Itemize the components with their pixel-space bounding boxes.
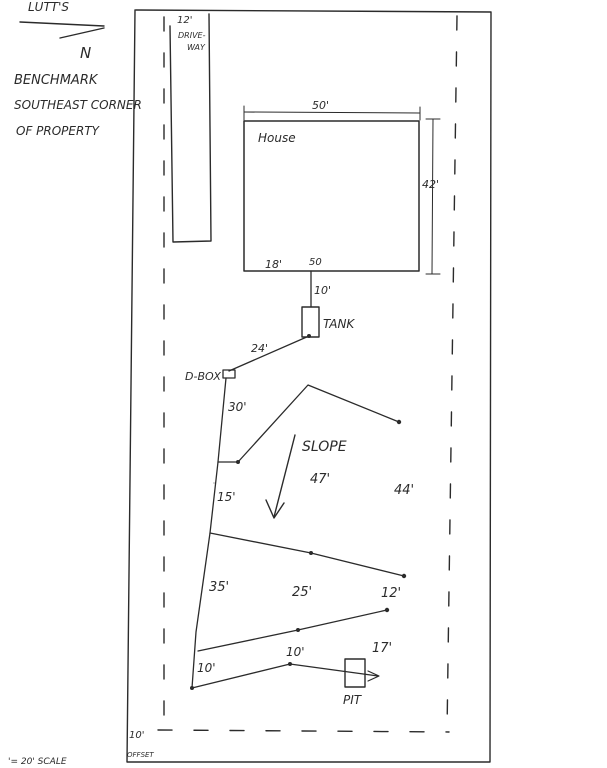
line2-end-label: 12'	[381, 586, 401, 601]
north-arrow-icon	[19, 21, 105, 39]
line1-end-label: 44'	[394, 483, 414, 498]
seepage-pit	[344, 658, 366, 688]
line4-left-label: 10'	[197, 661, 216, 675]
pit-label: PIT	[343, 693, 363, 707]
tank-to-dbox-label: 24'	[251, 342, 268, 355]
house-to-tank-label: 10'	[314, 284, 331, 297]
offset-label: OFFSET	[127, 751, 154, 759]
drain-line-1	[217, 384, 400, 463]
driveway-label-2: WAY	[187, 43, 206, 52]
tank-to-dbox-pipe	[228, 335, 310, 372]
dbox-label: D-BOX	[185, 370, 221, 383]
header-pipe	[191, 377, 227, 689]
line1-length-label: 47'	[310, 472, 330, 487]
house-depth-label: 42'	[422, 178, 439, 191]
driveway-width-label: 12'	[177, 15, 192, 26]
line2-left-label: 35'	[209, 580, 229, 595]
house-label: House	[258, 131, 296, 145]
top-cut-text: LUTT'S	[28, 0, 69, 14]
line4-mid-label: 10'	[286, 645, 305, 659]
benchmark-line-2: SOUTHEAST CORNER	[14, 98, 142, 112]
house-outlet-label: 50	[309, 257, 322, 268]
setback-line	[157, 15, 458, 734]
house-outline	[243, 120, 420, 272]
benchmark-line-3: OF PROPERTY	[16, 124, 101, 138]
benchmark-line-1: BENCHMARK	[14, 73, 99, 88]
benchmark-note: BENCHMARK SOUTHEAST CORNER OF PROPERTY	[14, 73, 142, 138]
line2-mid-label: 25'	[292, 585, 312, 600]
house-width-dimension	[243, 111, 421, 114]
line3-end-label: 17'	[372, 641, 392, 656]
septic-tank	[301, 306, 320, 338]
property-boundary	[126, 9, 492, 763]
house-offset-label: 18'	[265, 258, 282, 271]
tank-label: TANK	[323, 317, 355, 331]
distribution-box	[222, 369, 236, 379]
scale-label: '= 20' SCALE	[8, 757, 67, 767]
driveway-outline	[169, 13, 212, 243]
line2-run-label: 15'	[217, 490, 236, 504]
north-label: N	[80, 44, 91, 62]
offset-distance-label: 10'	[129, 730, 144, 741]
driveway-label-1: DRIVE-	[178, 31, 206, 40]
slope-label: SLOPE	[302, 439, 347, 455]
house-depth-dimension	[431, 118, 434, 275]
slope-arrow-icon	[265, 434, 296, 519]
line1-run-label: 30'	[228, 400, 247, 414]
house-width-label: 50'	[312, 99, 329, 112]
drain-line-2	[209, 532, 405, 577]
drain-line-4	[191, 663, 379, 689]
